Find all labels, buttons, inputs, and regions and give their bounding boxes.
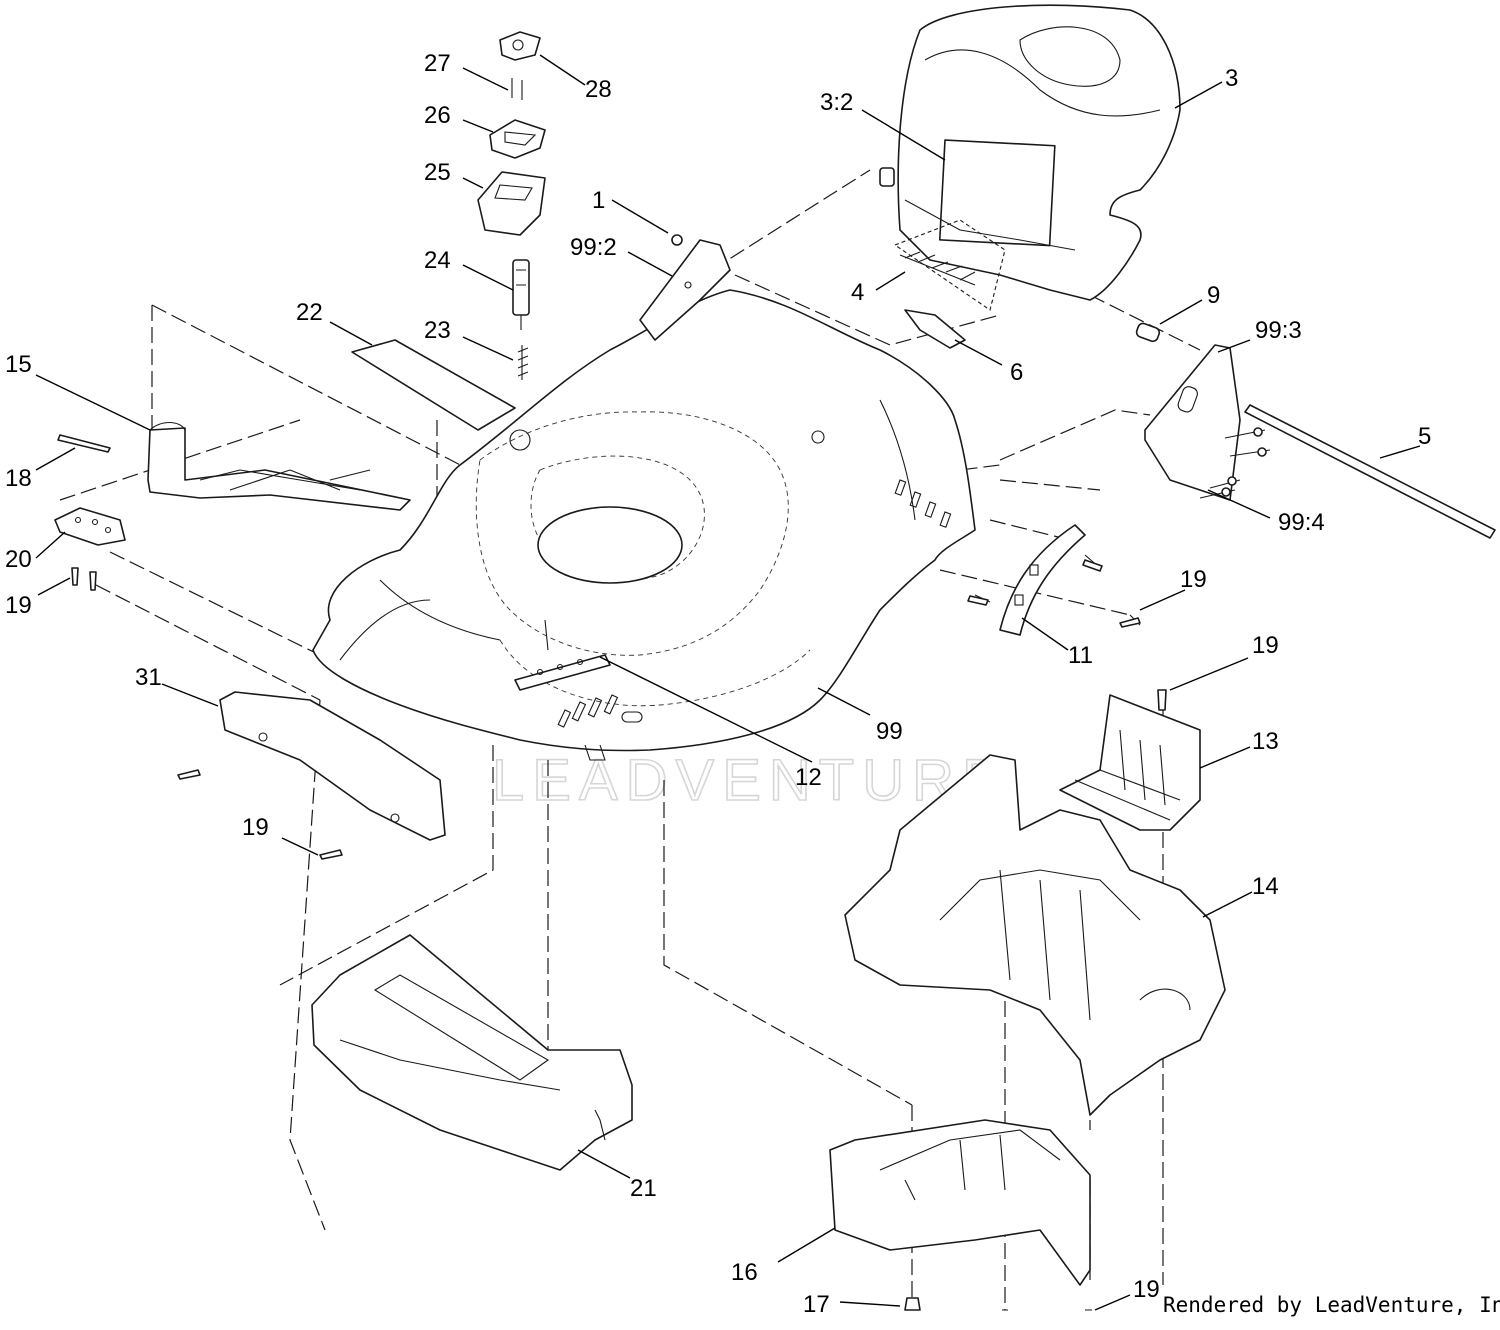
callout-99-3: 99:3 xyxy=(1255,317,1302,344)
callout-3-2: 3:2 xyxy=(820,89,853,116)
callout-17: 17 xyxy=(803,1291,830,1318)
mower-deck-part-99 xyxy=(312,289,976,761)
spring-part-4 xyxy=(893,219,1006,311)
callout-24: 24 xyxy=(424,247,451,274)
callout-15: 15 xyxy=(5,351,32,378)
callout-5: 5 xyxy=(1418,423,1431,450)
screws-part-99-4 xyxy=(1199,427,1271,499)
rear-bracket-part-99-3 xyxy=(1144,344,1241,501)
callout-19-e: 19 xyxy=(1133,1276,1160,1303)
knob-cap-part-26 xyxy=(489,119,546,159)
pin-part-24 xyxy=(512,259,530,330)
callout-28: 28 xyxy=(585,76,612,103)
callout-25: 25 xyxy=(424,159,451,186)
callout-21: 21 xyxy=(630,1175,657,1202)
bracket-part-13 xyxy=(1059,694,1201,831)
callout-27: 27 xyxy=(424,50,451,77)
callout-1: 1 xyxy=(592,187,605,214)
chute-housing-part-14 xyxy=(844,754,1226,1116)
callout-99-4: 99:4 xyxy=(1278,509,1325,536)
screws-part-19 xyxy=(71,559,1167,860)
bracket-part-99-2 xyxy=(639,234,731,341)
callout-26: 26 xyxy=(424,102,451,129)
rear-tray-part-21 xyxy=(311,934,633,1171)
decal-part-22 xyxy=(351,339,516,431)
callout-19-c: 19 xyxy=(1180,566,1207,593)
callout-13: 13 xyxy=(1252,728,1279,755)
callout-20: 20 xyxy=(5,546,32,573)
spring-part-23 xyxy=(517,345,529,380)
callout-4: 4 xyxy=(851,279,864,306)
callout-99: 99 xyxy=(876,718,903,745)
bumper-part-31 xyxy=(219,691,446,841)
callout-23: 23 xyxy=(424,317,451,344)
watermark-text: LEADVENTURE xyxy=(492,748,1009,813)
spacer-part-9 xyxy=(1135,322,1161,343)
bolt-part-17 xyxy=(904,1297,1092,1311)
plate-part-20 xyxy=(54,507,126,546)
knob-part-25 xyxy=(477,171,546,236)
callout-11: 11 xyxy=(1068,642,1093,669)
callout-99-2: 99:2 xyxy=(570,234,617,261)
rendered-by-footer: Rendered by LeadVenture, Inc. xyxy=(1163,1293,1500,1317)
cap-part-28 xyxy=(499,31,541,61)
callout-22: 22 xyxy=(296,299,323,326)
leader-lines xyxy=(35,54,1421,1311)
callout-19-d: 19 xyxy=(1252,632,1279,659)
rod-part-18 xyxy=(57,434,111,453)
chute-base-part-16 xyxy=(829,1119,1091,1286)
callout-12: 12 xyxy=(795,764,822,791)
callout-19-a: 19 xyxy=(5,592,32,619)
plate-part-12 xyxy=(514,619,611,691)
callout-16: 16 xyxy=(731,1259,758,1286)
deflector-part-11 xyxy=(974,524,1141,636)
callout-6: 6 xyxy=(1010,359,1023,386)
pins-part-27 xyxy=(511,78,523,100)
callout-14: 14 xyxy=(1252,873,1279,900)
callout-18: 18 xyxy=(5,465,32,492)
callout-31: 31 xyxy=(135,664,162,691)
callout-3: 3 xyxy=(1225,65,1238,92)
latch-part-6 xyxy=(904,309,966,349)
rod-part-5 xyxy=(1244,404,1496,539)
callout-19-b: 19 xyxy=(242,814,269,841)
callout-labels: 1 3 3:2 4 5 6 9 11 12 13 14 15 16 17 18 … xyxy=(5,50,1431,1318)
height-lever-part-15 xyxy=(147,421,411,511)
bag-cover-part-3 xyxy=(879,4,1181,301)
callout-9: 9 xyxy=(1207,282,1220,309)
